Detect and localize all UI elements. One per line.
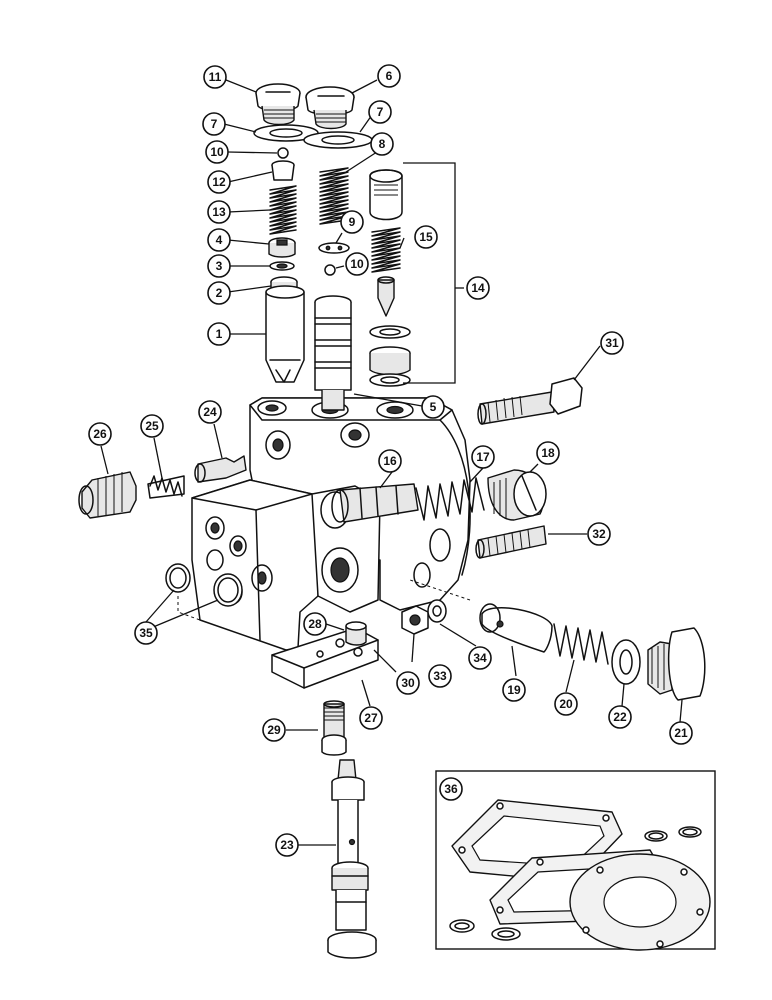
callout-28: 28 bbox=[303, 612, 327, 636]
svg-text:17: 17 bbox=[476, 450, 490, 464]
callout-30: 30 bbox=[396, 671, 420, 695]
callout-22: 22 bbox=[608, 705, 632, 729]
svg-text:10: 10 bbox=[350, 257, 364, 271]
svg-text:2: 2 bbox=[216, 286, 223, 300]
svg-text:9: 9 bbox=[349, 215, 356, 229]
top-parts bbox=[253, 83, 456, 411]
callout-31: 31 bbox=[600, 331, 624, 355]
callout-17: 17 bbox=[471, 445, 495, 469]
callout-12: 12 bbox=[207, 170, 231, 194]
svg-text:10: 10 bbox=[210, 145, 224, 159]
svg-text:26: 26 bbox=[93, 427, 107, 441]
callout-3: 3 bbox=[207, 254, 231, 278]
svg-text:33: 33 bbox=[433, 669, 447, 683]
callout-32: 32 bbox=[587, 522, 611, 546]
callout-14: 14 bbox=[466, 276, 490, 300]
svg-text:7: 7 bbox=[377, 105, 384, 119]
callout-9: 9 bbox=[340, 210, 364, 234]
callout-26: 26 bbox=[88, 422, 112, 446]
callout-19: 19 bbox=[502, 678, 526, 702]
callout-10a: 10 bbox=[205, 140, 229, 164]
callout-13: 13 bbox=[207, 200, 231, 224]
callouts: 1 2 3 4 5 6 7 7 8 9 10 10 11 12 13 14 15… bbox=[88, 64, 693, 857]
callout-27: 27 bbox=[359, 706, 383, 730]
callout-11: 11 bbox=[203, 65, 227, 89]
callout-29: 29 bbox=[262, 718, 286, 742]
leader-lines bbox=[100, 79, 683, 846]
svg-text:28: 28 bbox=[308, 617, 322, 631]
svg-text:19: 19 bbox=[507, 683, 521, 697]
svg-text:5: 5 bbox=[430, 400, 437, 414]
svg-text:11: 11 bbox=[209, 70, 222, 84]
svg-text:35: 35 bbox=[139, 626, 153, 640]
svg-text:27: 27 bbox=[364, 711, 378, 725]
svg-text:18: 18 bbox=[541, 446, 555, 460]
svg-text:14: 14 bbox=[471, 281, 485, 295]
callout-10b: 10 bbox=[345, 252, 369, 276]
callout-34: 34 bbox=[468, 646, 492, 670]
svg-text:7: 7 bbox=[211, 117, 218, 131]
callout-24: 24 bbox=[198, 400, 222, 424]
svg-text:24: 24 bbox=[203, 405, 217, 419]
svg-text:32: 32 bbox=[592, 527, 606, 541]
svg-text:25: 25 bbox=[145, 419, 159, 433]
svg-text:16: 16 bbox=[383, 454, 397, 468]
gasket-kit-36 bbox=[435, 770, 716, 951]
callout-4: 4 bbox=[207, 228, 231, 252]
svg-text:36: 36 bbox=[444, 782, 458, 796]
svg-text:13: 13 bbox=[212, 205, 226, 219]
callout-2: 2 bbox=[207, 281, 231, 305]
svg-text:23: 23 bbox=[280, 838, 294, 852]
svg-text:34: 34 bbox=[473, 651, 487, 665]
svg-text:8: 8 bbox=[379, 137, 386, 151]
svg-text:15: 15 bbox=[419, 230, 433, 244]
callout-21: 21 bbox=[669, 721, 693, 745]
callout-5: 5 bbox=[421, 395, 445, 419]
callout-15: 15 bbox=[414, 225, 438, 249]
callout-23: 23 bbox=[275, 833, 299, 857]
svg-text:22: 22 bbox=[613, 710, 627, 724]
svg-text:6: 6 bbox=[386, 69, 393, 83]
valve-body bbox=[177, 397, 471, 689]
svg-text:3: 3 bbox=[216, 259, 223, 273]
callout-18: 18 bbox=[536, 441, 560, 465]
callout-1: 1 bbox=[207, 322, 231, 346]
callout-36: 36 bbox=[439, 777, 463, 801]
callout-6: 6 bbox=[377, 64, 401, 88]
svg-text:1: 1 bbox=[216, 327, 223, 341]
svg-text:29: 29 bbox=[267, 723, 281, 737]
callout-35: 35 bbox=[134, 621, 158, 645]
svg-text:30: 30 bbox=[401, 676, 415, 690]
svg-text:21: 21 bbox=[674, 726, 688, 740]
callout-33: 33 bbox=[428, 664, 452, 688]
svg-text:4: 4 bbox=[216, 233, 223, 247]
callout-7a: 7 bbox=[202, 112, 226, 136]
callout-20: 20 bbox=[554, 692, 578, 716]
side-parts bbox=[78, 377, 706, 756]
callout-16: 16 bbox=[378, 449, 402, 473]
svg-text:31: 31 bbox=[605, 336, 619, 350]
svg-text:20: 20 bbox=[559, 697, 573, 711]
svg-text:12: 12 bbox=[212, 175, 226, 189]
callout-7b: 7 bbox=[368, 100, 392, 124]
spool-23 bbox=[327, 759, 377, 959]
callout-25: 25 bbox=[140, 414, 164, 438]
callout-8: 8 bbox=[370, 132, 394, 156]
